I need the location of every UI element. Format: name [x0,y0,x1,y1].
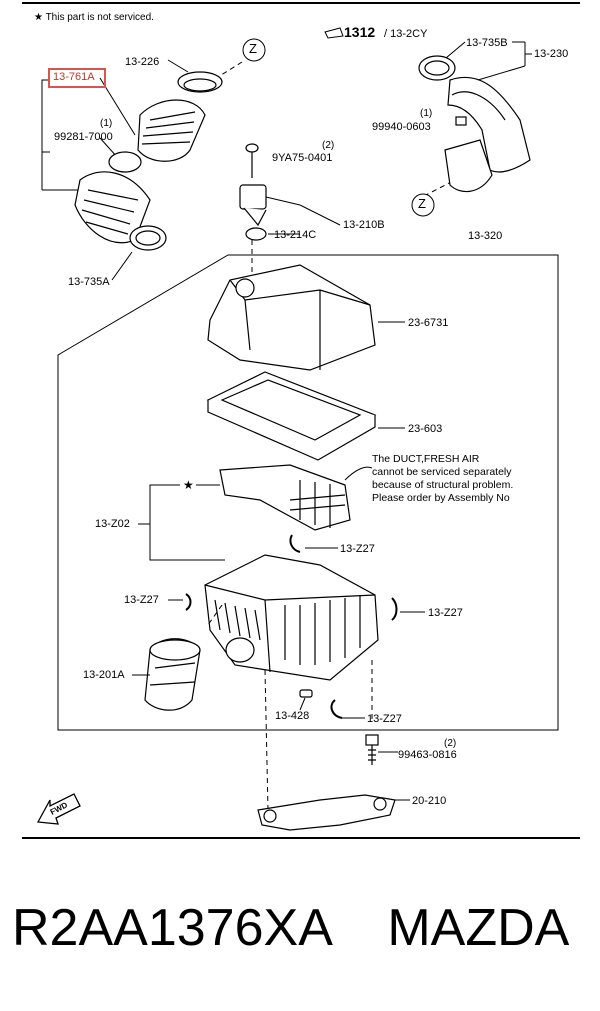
label-13-735A: 13-735A [68,276,110,288]
airflow-sensor [239,143,267,241]
part-number: R2AA1376XA [12,899,333,957]
label-13-226: 13-226 [125,56,160,68]
ref-code: 1312 [344,24,376,40]
bracket-20-210 [257,794,396,831]
label-13-Z27-a: 13-Z27 [340,543,375,555]
label-20-210: 20-210 [412,795,447,807]
bolt-99463 [365,734,379,765]
label-13-Z27-d: 13-Z27 [367,713,402,725]
label-23-6731: 23-6731 [408,317,449,329]
duct-note: The DUCT,FRESH AIR cannot be serviced se… [372,453,514,504]
label-23-603: 23-603 [408,423,443,435]
qty-9ya75: (2) [322,140,335,151]
intake-duct-13-201A [144,638,201,711]
label-13-320: 13-320 [468,230,503,242]
qty-99463: (2) [444,738,457,749]
label-13-Z27-c: 13-Z27 [428,607,463,619]
not-serviced-note: ★ This part is not serviced. [34,12,154,23]
label-13-210B: 13-210B [343,219,385,231]
footer-caption: R2AA1376XA MAZDA [12,898,592,958]
label-13-214C: 13-214C [274,229,317,241]
air-cleaner-case [204,554,379,681]
brand-name: MAZDA [387,899,570,957]
label-13-428: 13-428 [275,710,310,722]
label-99940-0603: 99940-0603 [372,121,431,133]
label-13-230: 13-230 [534,48,569,60]
air-pipe-right [418,55,531,193]
label-99463-0816: 99463-0816 [398,749,457,761]
label-13-761A: 13-761A [53,71,95,83]
ref-code-suffix: / 13-2CY [384,28,428,40]
label-13-735B: 13-735B [466,37,508,49]
label-13-Z02: 13-Z02 [95,518,130,530]
z-marker-left: Z [249,41,257,56]
not-serviced-star-icon: ★ [183,478,194,492]
star-icon: ★ [34,12,43,23]
air-filter-element [206,371,377,461]
fwd-arrow-icon [36,793,81,825]
label-13-201A: 13-201A [83,669,125,681]
highlight-box [48,68,106,88]
air-cleaner-cover [207,264,376,371]
z-circle-right [411,193,435,217]
label-99281-7000: 99281-7000 [54,131,113,143]
parts-diagram [22,2,580,839]
label-9YA75-0401: 9YA75-0401 [272,152,333,164]
air-hose-upper-left [74,99,206,244]
z-circle-left [242,38,266,62]
z-marker-right: Z [418,196,426,211]
fresh-air-duct [219,464,351,531]
qty-99940: (1) [420,108,433,119]
qty-99281: (1) [100,118,113,129]
label-13-Z27-b: 13-Z27 [124,594,159,606]
